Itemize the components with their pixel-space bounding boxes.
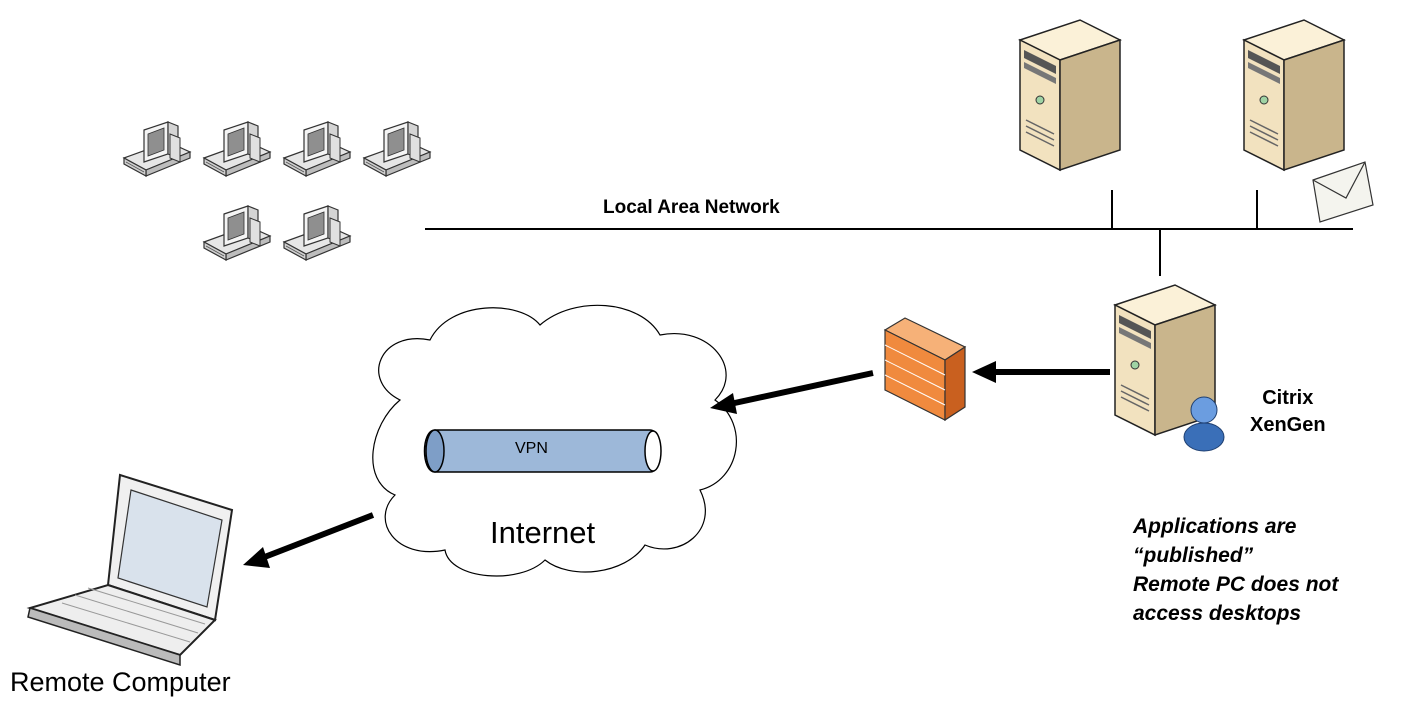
user-icon: [1183, 396, 1225, 452]
citrix-label-line1: Citrix: [1262, 387, 1314, 409]
workstation-pc-icon: [123, 121, 191, 177]
vpn-tunnel-icon: [423, 429, 662, 473]
arrow-internet-to-laptop: [243, 512, 375, 568]
workstation-pc-icon: [283, 205, 351, 261]
server-icon: [1019, 19, 1121, 171]
laptop-icon: [26, 473, 234, 667]
remote-computer-label: Remote Computer: [10, 667, 231, 697]
lan-label: Local Area Network: [603, 197, 780, 218]
citrix-server-label: Citrix XenGen: [1250, 385, 1326, 439]
workstation-pc-icon: [203, 121, 271, 177]
note-line: Remote PC does not: [1133, 573, 1339, 596]
note-line: access desktops: [1133, 602, 1302, 625]
workstation-pc-icon: [283, 121, 351, 177]
notes-text: Applications are “published” Remote PC d…: [1133, 512, 1338, 628]
mail-server-icon: [1243, 19, 1374, 223]
internet-label: Internet: [490, 515, 596, 550]
firewall-icon: [883, 317, 967, 422]
citrix-label-line2: XenGen: [1250, 414, 1326, 436]
envelope-icon: [1312, 161, 1374, 223]
workstation-pc-icon: [363, 121, 431, 177]
note-line: Applications are: [1133, 515, 1297, 538]
workstation-pc-icon: [203, 205, 271, 261]
arrow-server-to-firewall: [972, 361, 1110, 383]
arrow-firewall-to-internet: [710, 370, 874, 414]
note-line: “published”: [1133, 544, 1254, 567]
vpn-label: VPN: [515, 440, 548, 457]
citrix-server-icon: [1114, 284, 1225, 452]
